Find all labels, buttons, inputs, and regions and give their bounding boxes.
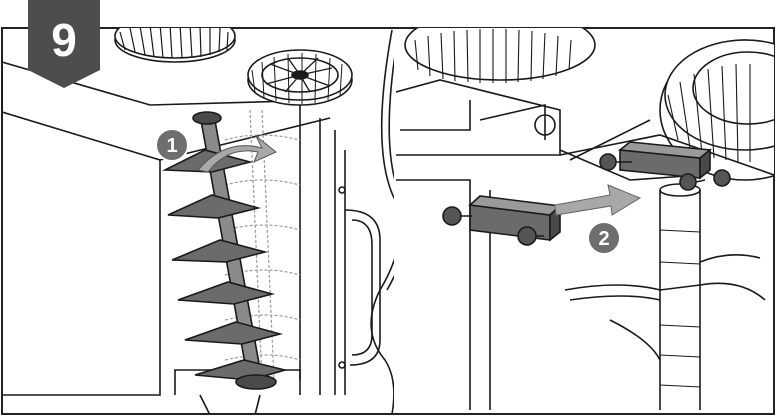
step-number: 9 [51,14,77,66]
left-panel-auger-assembly [2,28,394,414]
callout-1: 1 [155,128,189,162]
auger-spiral [161,111,289,390]
rotation-arrow [197,135,277,173]
illustration-frame [1,27,775,415]
mounting-bracket-installed [599,141,731,191]
insertion-arrow [554,184,642,216]
callout-2: 2 [587,221,621,255]
top-wheel-right [404,28,596,83]
mounting-bracket-loose [442,195,562,246]
right-panel-bracket-assembly [396,28,774,410]
callout-1-label: 1 [166,135,177,157]
top-wheel-left [114,28,236,63]
top-wheel-center [247,49,353,106]
step-number-badge: 9 [28,0,100,88]
callout-2-label: 2 [598,228,609,250]
